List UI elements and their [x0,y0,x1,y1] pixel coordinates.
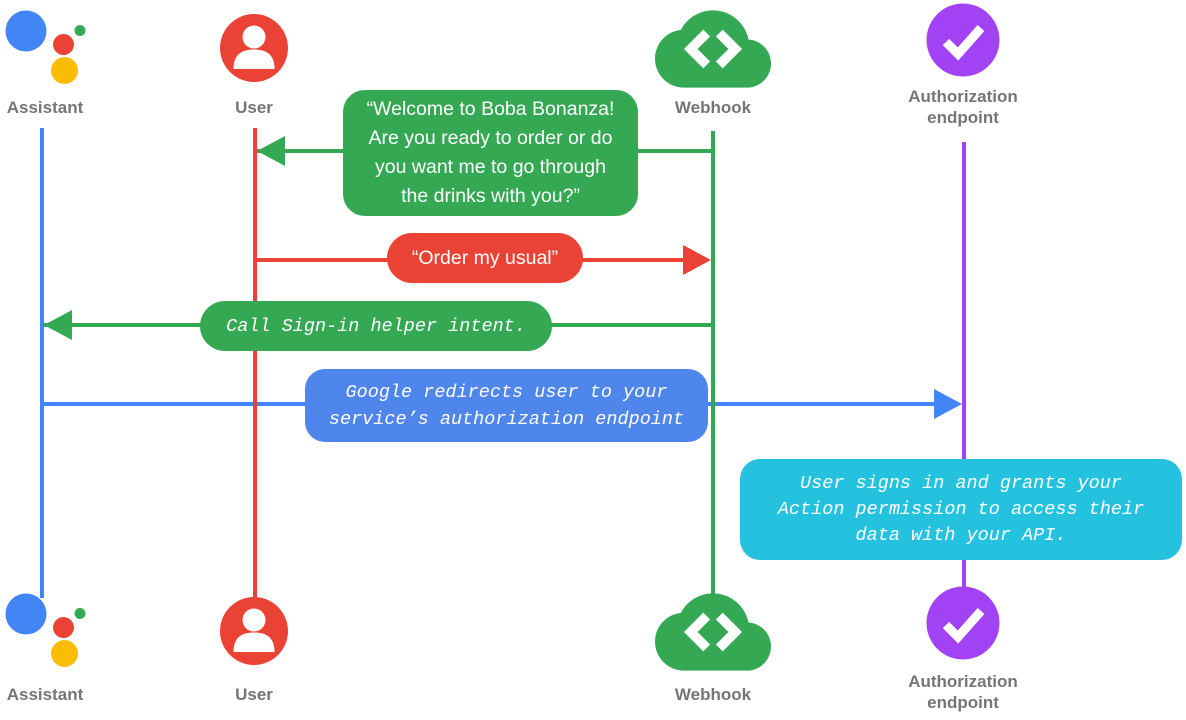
user-icon [220,597,288,665]
lifeline-webhook [711,131,715,598]
note-user-signs-in-bubble: User signs in and grants your Action per… [740,459,1182,560]
arrowhead-left-icon [44,310,72,340]
actor-label-authorization-endpoint: Authorization endpoint [908,87,1018,127]
message-signin-helper-bubble: Call Sign-in helper intent. [200,301,552,351]
webhook-cloud-code-icon [655,10,771,88]
message-order-bubble: “Order my usual” [387,233,583,283]
actor-label-assistant: Assistant [6,98,84,117]
actor-label-webhook: Webhook [674,685,752,704]
authorization-endpoint-check-icon [926,586,1000,660]
actor-label-webhook: Webhook [674,98,752,117]
lifeline-user [253,128,257,598]
google-assistant-icon [5,593,86,667]
user-icon [220,14,288,82]
authorization-endpoint-check-icon [926,3,1000,77]
google-assistant-icon [5,10,86,84]
lifeline-assistant [40,128,44,598]
webhook-cloud-code-icon [655,593,771,671]
message-redirect-bubble: Google redirects user to your service’s … [305,369,708,442]
arrowhead-right-icon [683,245,711,275]
arrowhead-right-icon [934,389,962,419]
actor-label-assistant: Assistant [6,685,84,704]
actor-label-authorization-endpoint: Authorization endpoint [908,672,1018,712]
arrowhead-left-icon [257,136,285,166]
message-welcome-bubble: “Welcome to Boba Bonanza! Are you ready … [343,90,638,216]
lifeline-authorization-endpoint [962,142,966,598]
actor-label-user: User [235,685,273,704]
actor-label-user: User [235,98,273,117]
